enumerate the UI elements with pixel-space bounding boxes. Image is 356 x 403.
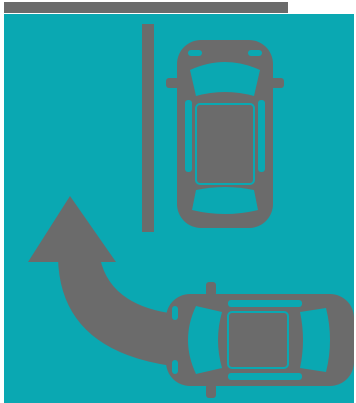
curb-line-icon: [4, 2, 288, 13]
parked-car-topdown-icon: [166, 40, 284, 228]
parking-divider-icon: [142, 24, 154, 232]
moving-car-topdown-icon: [166, 282, 354, 398]
